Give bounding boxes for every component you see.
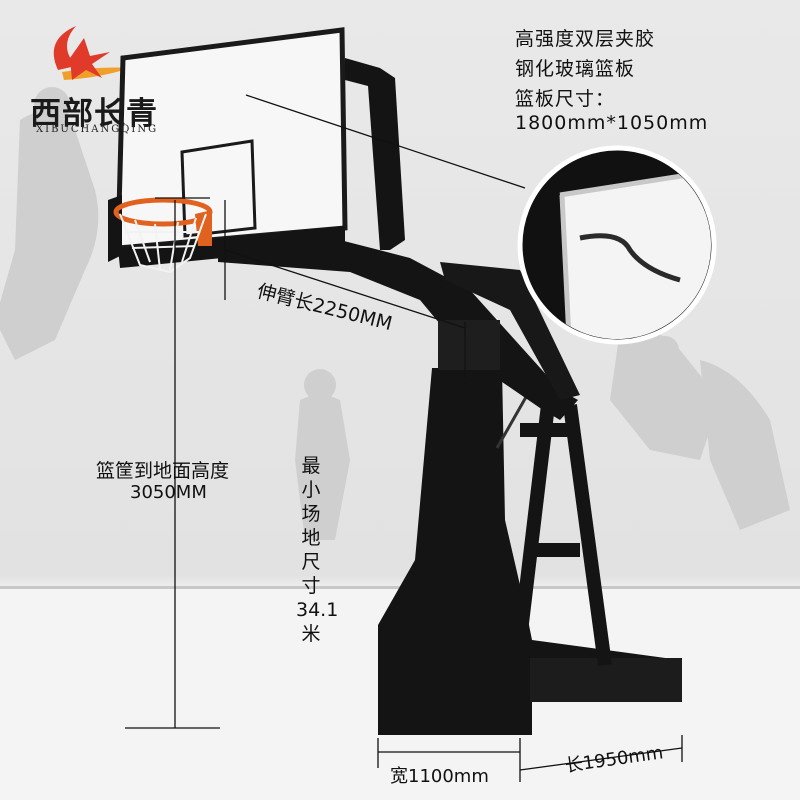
- rim-bracket: [195, 210, 212, 246]
- base-length-line: [519, 747, 683, 771]
- spec-line-4: 1800mm*1050mm: [515, 112, 709, 134]
- spec-pointer-line: [245, 94, 526, 189]
- spec-line-1: 高强度双层夹胶: [515, 28, 656, 50]
- court-char: 最: [301, 455, 321, 477]
- court-char: 寸: [301, 575, 321, 597]
- backboard-target-square: [180, 139, 257, 238]
- basketball-hoop: [113, 197, 213, 274]
- brand-name-cn: 西部长青: [30, 96, 158, 132]
- gas-strut: [495, 389, 532, 449]
- stand-base: [378, 368, 680, 735]
- net: [119, 213, 207, 274]
- court-char: 米: [301, 623, 321, 645]
- backboard-support-bracket: [345, 58, 405, 250]
- min-court-size-label: 最 小 场 地 尺 寸 34.1 米: [296, 454, 339, 646]
- brand-logo-mark: [53, 26, 130, 80]
- court-char: 小: [301, 479, 321, 501]
- extension-arm: [218, 240, 578, 420]
- arm-length-line: [224, 249, 466, 329]
- arm-pivot-block: [438, 320, 500, 370]
- counterweight-box: [530, 658, 682, 702]
- hoop-height-label: 篮筐到地面高度: [96, 460, 230, 482]
- backboard-detail-zoom: [517, 145, 717, 345]
- rear-support-frame: [513, 404, 612, 666]
- court-value: 34.1: [296, 599, 339, 621]
- base-width-label: 宽1100mm: [390, 766, 489, 787]
- dimension-lines: [125, 94, 683, 782]
- court-char: 尺: [301, 551, 321, 573]
- court-char: 场: [301, 503, 321, 525]
- court-char: 地: [301, 527, 321, 549]
- spec-line-2: 钢化玻璃篮板: [515, 58, 636, 80]
- hoop-height-value: 3050MM: [130, 482, 207, 503]
- upper-arm-beam: [440, 262, 580, 400]
- brand-name-en: XIBUCHANGQING: [36, 124, 159, 135]
- spec-line-3: 篮板尺寸：: [515, 88, 616, 110]
